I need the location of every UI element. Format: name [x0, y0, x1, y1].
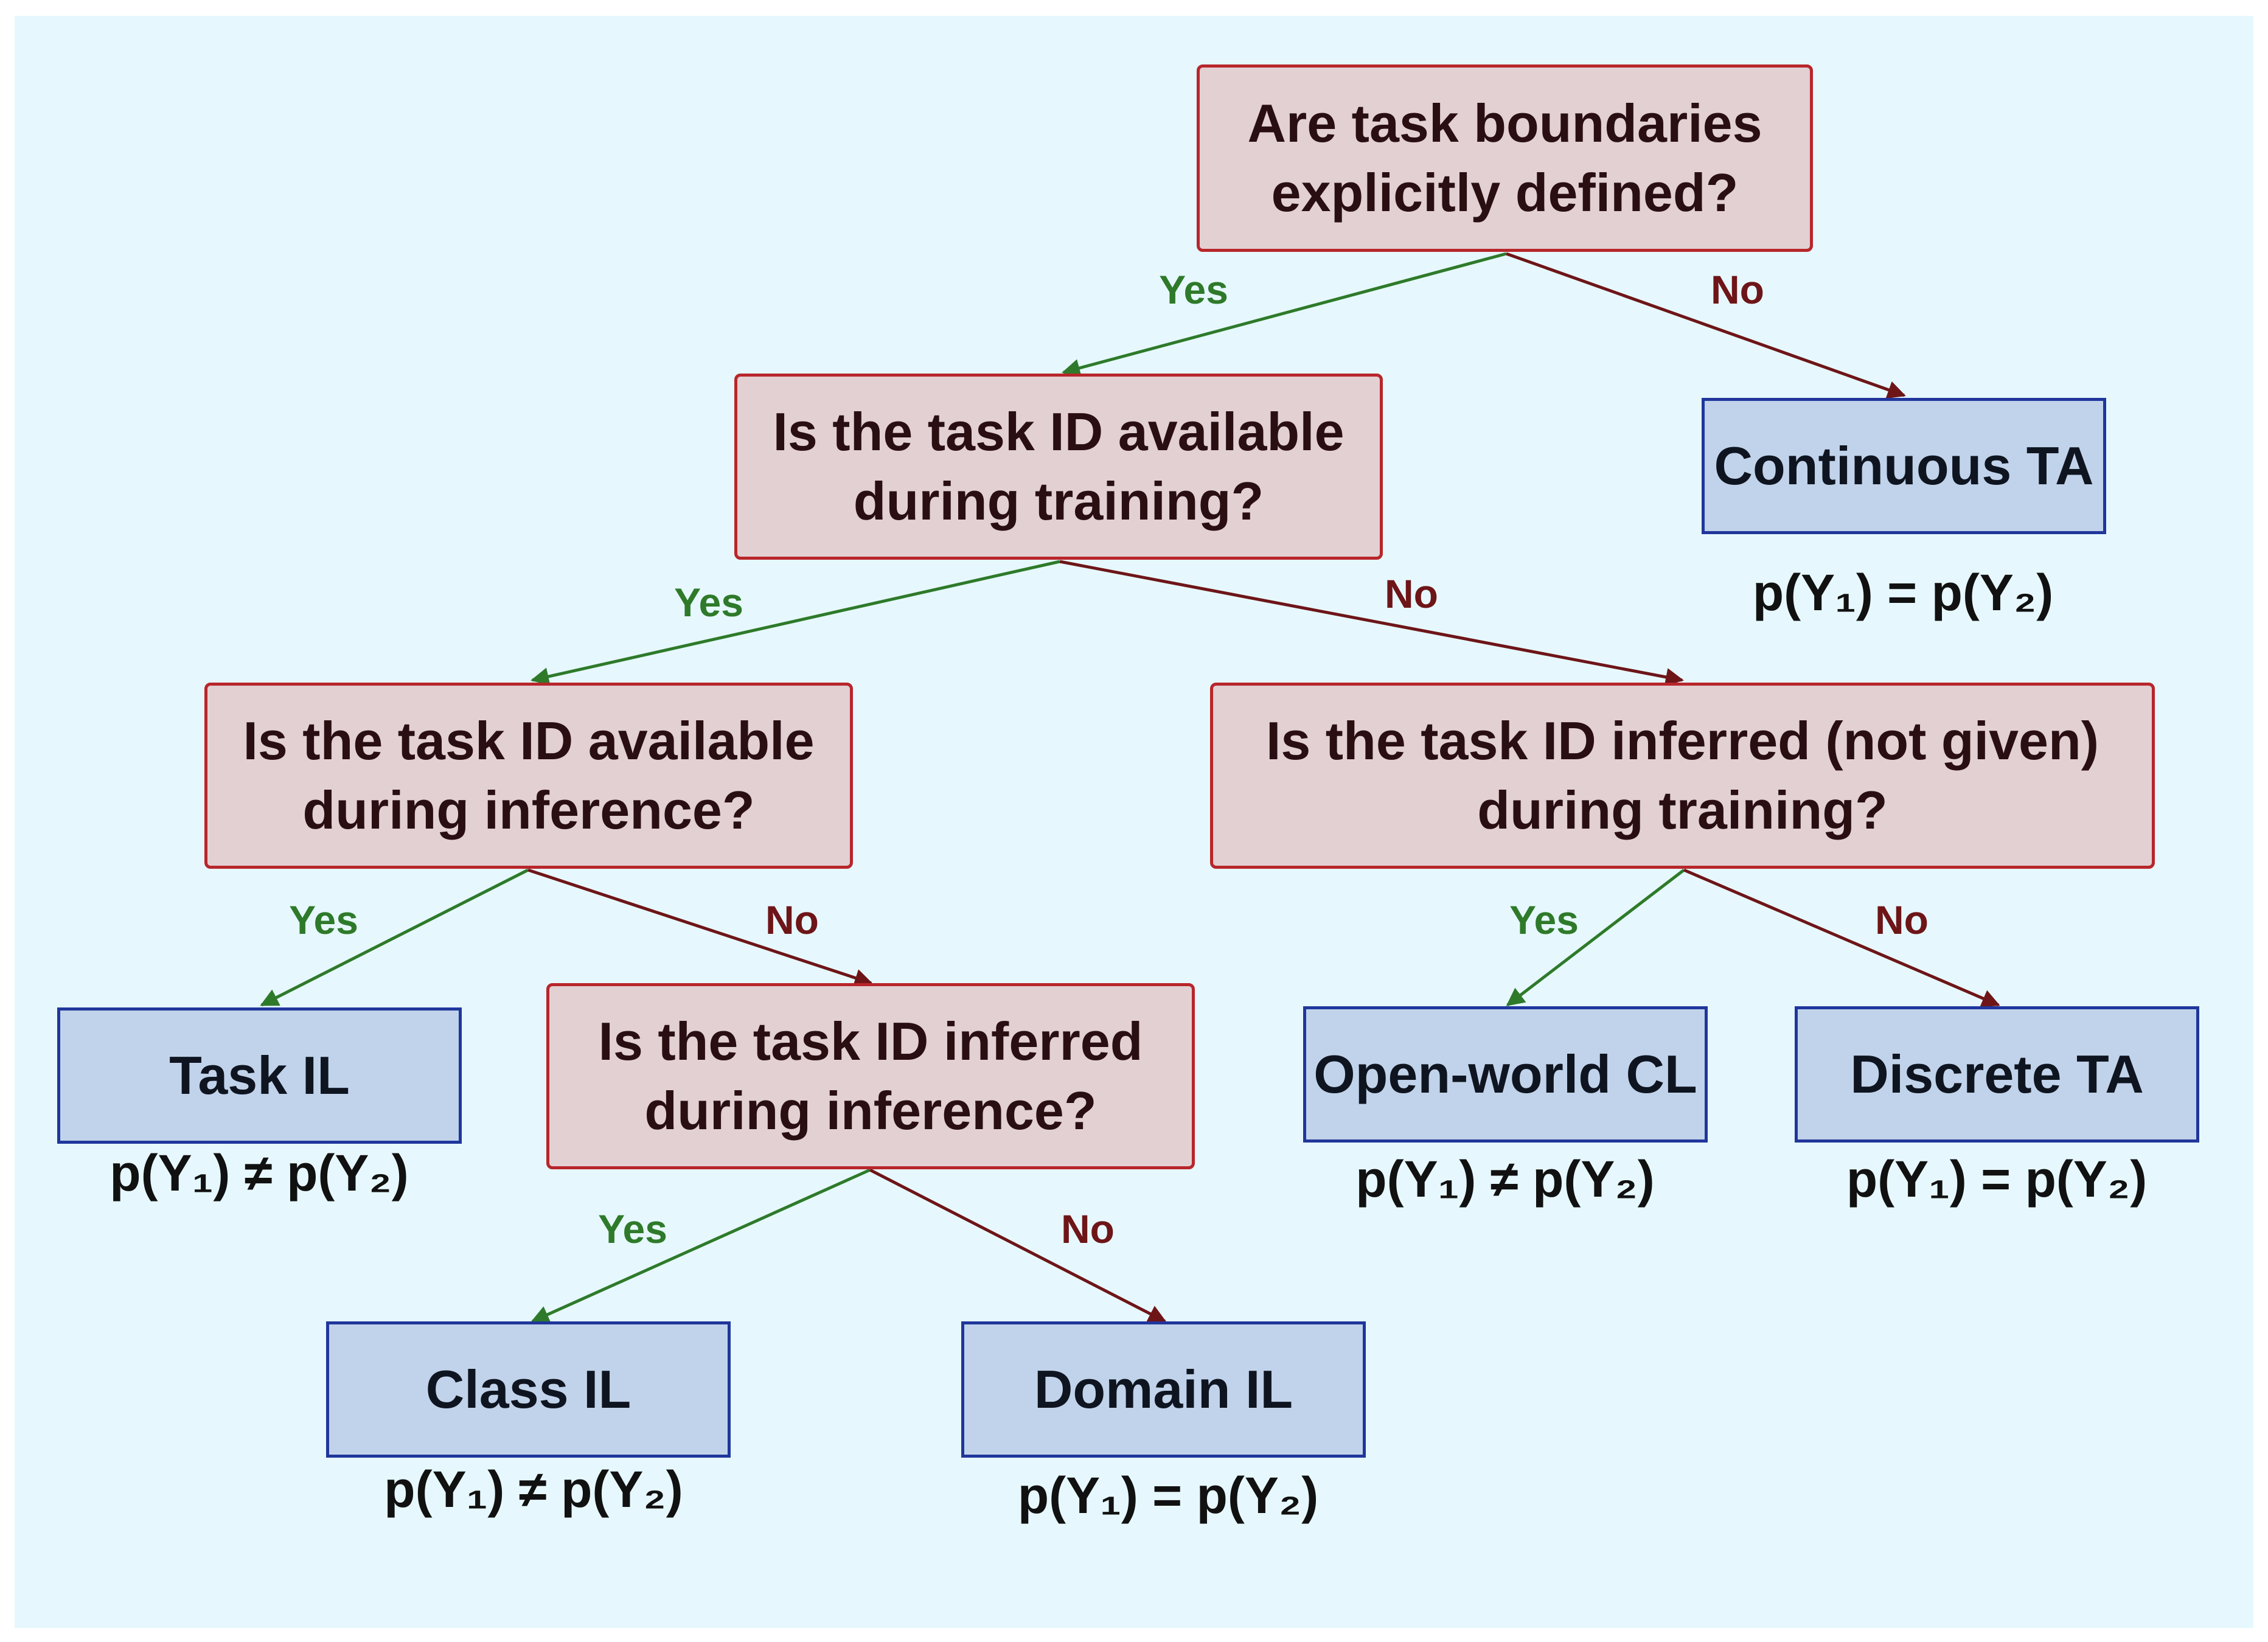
- question-task-boundaries-text: Are task boundaries explicitly defined?: [1247, 92, 1762, 223]
- edge-q1-no: [1506, 252, 1906, 399]
- edge-label-q5-no: No: [1061, 1206, 1115, 1251]
- leaf-task-il: Task IL: [57, 1007, 462, 1144]
- question-task-id-training-text: Is the task ID available during training…: [773, 401, 1344, 531]
- edge-label-q3-yes: Yes: [289, 897, 358, 942]
- edge-label-q5-yes: Yes: [598, 1206, 667, 1251]
- leaf-class-il: Class IL: [326, 1321, 731, 1458]
- question-task-id-inference: Is the task ID available during inferenc…: [204, 683, 853, 869]
- edge-q5-no: [869, 1168, 1167, 1323]
- edge-q2-no: [1059, 560, 1684, 686]
- edge-q3-no: [527, 868, 873, 987]
- edge-q4-no: [1683, 868, 2000, 1007]
- question-task-id-inferred-inference-text: Is the task ID inferred during inference…: [598, 1011, 1143, 1141]
- question-task-id-inferred-inference: Is the task ID inferred during inference…: [546, 983, 1195, 1169]
- edge-q2-yes: [530, 560, 1060, 686]
- edge-q4-yes: [1506, 869, 1685, 1006]
- edge-q3-yes: [260, 868, 529, 1007]
- question-task-boundaries: Are task boundaries explicitly defined?: [1197, 64, 1813, 252]
- leaf-discrete-ta-text: Discrete TA: [1850, 1043, 2144, 1104]
- edge-label-q4-no: No: [1875, 897, 1929, 942]
- leaf-open-world-cl: Open-world CL: [1303, 1006, 1708, 1143]
- edge-label-q3-no: No: [765, 897, 819, 942]
- edge-q1-yes: [1062, 252, 1507, 377]
- formula-open-world-cl: p(Y₁) ≠ p(Y₂): [1355, 1150, 1655, 1208]
- question-task-id-inferred-training: Is the task ID inferred (not given) duri…: [1210, 683, 2155, 869]
- leaf-class-il-text: Class IL: [425, 1358, 631, 1419]
- question-task-id-inferred-training-text: Is the task ID inferred (not given) duri…: [1265, 710, 2099, 840]
- edge-label-q4-yes: Yes: [1509, 897, 1579, 942]
- edge-label-q1-no: No: [1711, 267, 1764, 312]
- formula-task-il: p(Y₁) ≠ p(Y₂): [110, 1144, 409, 1202]
- leaf-domain-il-text: Domain IL: [1034, 1358, 1293, 1419]
- edge-label-q2-no: No: [1385, 571, 1438, 616]
- leaf-open-world-cl-text: Open-world CL: [1313, 1043, 1697, 1104]
- question-task-id-inference-text: Is the task ID available during inferenc…: [243, 710, 815, 840]
- edge-q5-yes: [530, 1168, 871, 1323]
- leaf-task-il-text: Task IL: [169, 1045, 350, 1105]
- formula-domain-il: p(Y₁) = p(Y₂): [1017, 1467, 1319, 1524]
- formula-discrete-ta: p(Y₁) = p(Y₂): [1846, 1150, 2148, 1208]
- leaf-domain-il: Domain IL: [961, 1321, 1366, 1458]
- question-task-id-training: Is the task ID available during training…: [734, 374, 1383, 560]
- formula-class-il: p(Y₁) ≠ p(Y₂): [384, 1461, 683, 1518]
- edge-label-q2-yes: Yes: [674, 580, 743, 625]
- edge-label-q1-yes: Yes: [1159, 267, 1228, 312]
- formula-continuous-ta: p(Y₁) = p(Y₂): [1752, 564, 2054, 621]
- leaf-continuous-ta-text: Continuous TA: [1714, 435, 2094, 496]
- leaf-discrete-ta: Discrete TA: [1795, 1006, 2199, 1143]
- leaf-continuous-ta: Continuous TA: [1702, 398, 2106, 534]
